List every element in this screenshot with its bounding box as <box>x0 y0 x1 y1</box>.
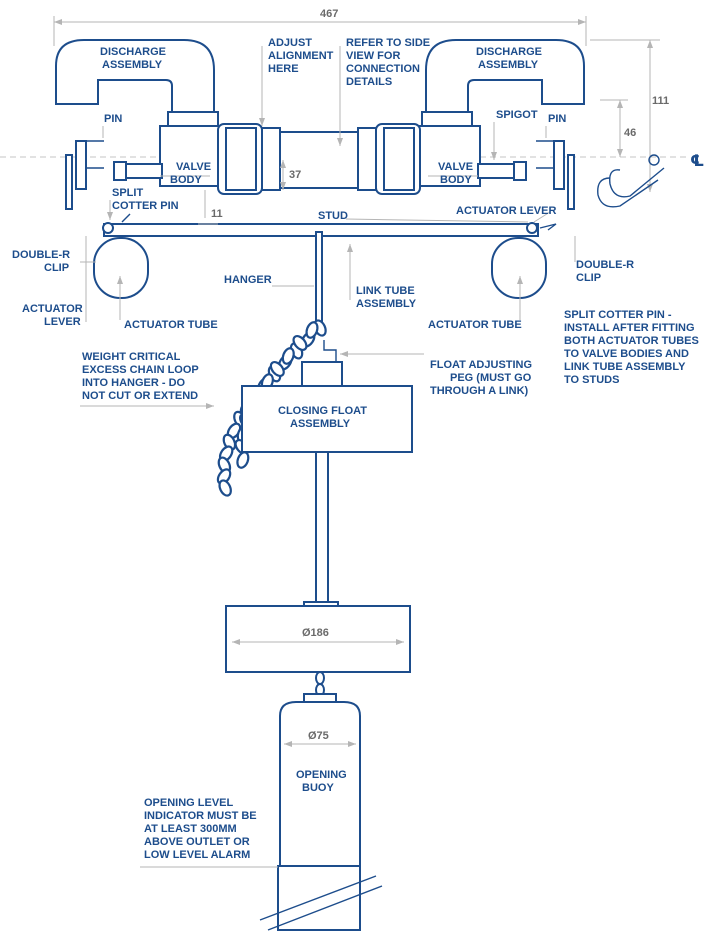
pin-left <box>65 140 104 210</box>
label-hanger: HANGER <box>224 274 272 286</box>
dimension-467: 467 <box>320 8 338 20</box>
chain-link <box>269 360 285 378</box>
chain-link <box>218 479 232 497</box>
label-discharge-left: DISCHARGE ASSEMBLY <box>100 46 169 71</box>
label-double-r-left: DOUBLE-R CLIP <box>12 249 73 274</box>
label-pin-left: PIN <box>104 113 122 125</box>
label-actuator-tube-left: ACTUATOR TUBE <box>124 319 218 331</box>
opening-buoy <box>277 701 361 931</box>
label-pin-right: PIN <box>548 113 566 125</box>
label-weight-critical: WEIGHT CRITICAL EXCESS CHAIN LOOP INTO H… <box>82 351 202 402</box>
pin-right <box>536 140 575 210</box>
central-coupling <box>217 123 421 195</box>
dimension-46: 46 <box>624 127 636 139</box>
label-discharge-right: DISCHARGE ASSEMBLY <box>476 46 545 71</box>
float-disc-186 <box>225 605 411 673</box>
label-valve-body-left: VALVE BODY <box>170 161 214 186</box>
buoy-shackle <box>303 671 337 703</box>
label-split-cotter-note: SPLIT COTTER PIN - INSTALL AFTER FITTING… <box>564 309 702 386</box>
label-refer-side-view: REFER TO SIDE VIEW FOR CONNECTION DETAIL… <box>346 37 433 88</box>
centerline-symbol: ℄ <box>690 153 704 170</box>
label-link-tube: LINK TUBE ASSEMBLY <box>356 285 418 310</box>
dimension-186 <box>232 639 404 645</box>
outlet-pipe <box>259 875 383 931</box>
dimension-75-label: Ø75 <box>308 730 329 742</box>
dimension-111: 111 <box>652 95 669 107</box>
leader-lines <box>80 46 576 868</box>
svg-text:37: 37 <box>289 169 301 181</box>
label-valve-body-right: VALVE BODY <box>438 161 476 186</box>
label-closing-float: CLOSING FLOAT ASSEMBLY <box>278 405 370 430</box>
dimension-right-heights: 111 46 <box>590 39 669 192</box>
label-spigot: SPIGOT <box>496 109 538 121</box>
svg-text:11: 11 <box>211 208 223 220</box>
chain-link <box>292 334 308 352</box>
chain-link <box>281 347 295 365</box>
label-adjust-alignment: ADJUST ALIGNMENT HERE <box>268 37 336 75</box>
label-opening-level: OPENING LEVEL INDICATOR MUST BE AT LEAST… <box>144 797 260 861</box>
label-actuator-lever-left: ACTUATOR LEVER <box>22 303 86 328</box>
chain-link <box>236 451 250 469</box>
actuator-tube-right <box>491 237 547 299</box>
label-stud: STUD <box>318 210 348 222</box>
dimension-37: 37 <box>280 160 301 190</box>
dimension-75 <box>284 741 356 747</box>
spigot-left <box>113 161 163 181</box>
chain-link <box>305 321 319 339</box>
label-float-peg: FLOAT ADJUSTING PEG (MUST GO THROUGH A L… <box>430 359 535 397</box>
closing-float-assembly <box>241 385 413 453</box>
label-double-r-right: DOUBLE-R CLIP <box>576 259 637 284</box>
float-rod <box>315 451 329 607</box>
label-opening-buoy: OPENING BUOY <box>296 769 350 794</box>
label-actuator-lever-right: ACTUATOR LEVER <box>456 205 556 217</box>
spigot-right <box>477 161 527 181</box>
actuator-tube-left <box>93 237 149 299</box>
label-actuator-tube-right: ACTUATOR TUBE <box>428 319 522 331</box>
hanger <box>315 231 323 330</box>
split-cotter-pin-detail <box>597 154 665 208</box>
dimension-overall-width: 467 <box>53 8 587 46</box>
dimension-186-label: Ø186 <box>302 627 329 639</box>
dimension-11: 11 <box>198 190 223 225</box>
label-split-cotter-left: SPLIT COTTER PIN <box>112 187 179 212</box>
